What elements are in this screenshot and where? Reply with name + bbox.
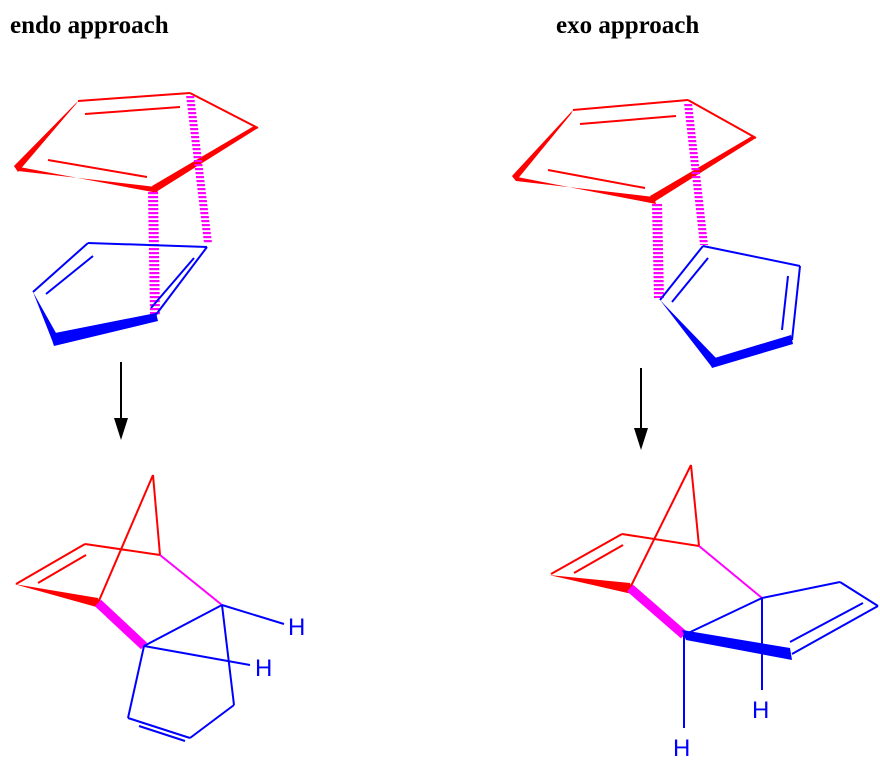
endo-diene-wedge-right — [152, 126, 258, 192]
exo-reaction-arrow — [634, 368, 648, 450]
endo-product-wedge-red — [14, 584, 100, 608]
exo-product-cyclopentene — [682, 581, 879, 728]
exo-forming-bond-right — [684, 103, 708, 245]
exo-hydrogen-upper: H — [752, 697, 769, 724]
exo-product: H H — [549, 464, 879, 762]
exo-product-wedge-blue — [682, 630, 792, 660]
exo-approach-title: exo approach — [556, 12, 700, 39]
endo-diene-wedge-left — [14, 101, 78, 172]
endo-approach-title: endo approach — [10, 12, 169, 39]
exo-diene-wedge-bottom — [512, 176, 656, 204]
endo-product-norbornene — [14, 474, 161, 608]
exo-diene-cyclopentadiene — [512, 99, 757, 204]
exo-transition-state — [512, 99, 801, 368]
endo-forming-bond-left — [148, 190, 160, 316]
endo-forming-bonds — [148, 95, 212, 316]
endo-product-cyclopentene — [127, 604, 285, 742]
exo-dienophile-cyclopentene — [659, 245, 801, 368]
endo-reaction-arrow — [114, 362, 128, 440]
exo-product-new-bond-thin — [698, 545, 763, 599]
endo-product-new-bond-bold — [94, 599, 148, 650]
exo-dienophile-wedge-bottom — [708, 335, 793, 368]
endo-hydrogen-upper: H — [288, 614, 305, 641]
endo-transition-state — [14, 92, 259, 346]
exo-diene-wedge-right — [650, 136, 756, 202]
endo-dienophile-cyclopentene — [32, 242, 208, 346]
exo-product-new-bond-bold — [627, 584, 687, 639]
exo-product-norbornene — [549, 464, 700, 594]
exo-diene-wedge-left — [512, 110, 573, 181]
endo-diene-cyclopentadiene — [14, 92, 259, 193]
exo-hydrogen-lower: H — [673, 735, 690, 762]
exo-forming-bond-left — [652, 203, 664, 298]
endo-product-new-bond-thin — [159, 554, 223, 606]
endo-dienophile-wedge-left — [33, 292, 56, 340]
endo-dienophile-wedge-bottom — [50, 313, 158, 346]
exo-forming-bonds — [652, 103, 708, 298]
exo-product-wedge-red — [549, 575, 632, 594]
endo-hydrogen-lower: H — [255, 655, 272, 682]
exo-dienophile-wedge-left — [660, 300, 716, 366]
endo-product: H H — [14, 474, 305, 742]
endo-forming-bond-right — [186, 95, 212, 243]
endo-diene-wedge-bottom — [14, 166, 158, 193]
